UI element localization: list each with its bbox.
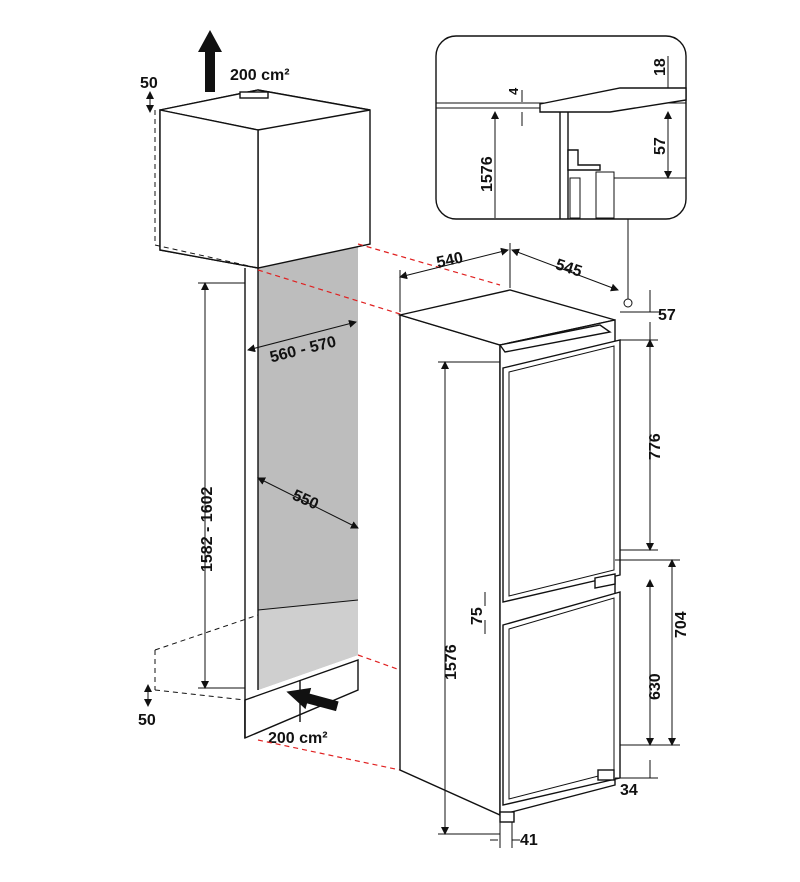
top-gap-label: 57	[658, 307, 676, 324]
detail-gap-mid-label: 57	[652, 137, 669, 155]
foot-depth-label: 41	[520, 832, 538, 849]
middle-gap-label: 75	[469, 607, 486, 625]
vent-top-label: 200 cm²	[230, 67, 290, 84]
detail-height-label: 1576	[479, 156, 496, 192]
lower-section-label: 704	[673, 611, 690, 638]
detail-gap-top-label: 18	[652, 58, 669, 76]
clearance-top-label: 50	[140, 75, 158, 92]
lower-door-label: 630	[647, 673, 664, 700]
detail-inset: 4 1576 18 57	[435, 35, 687, 308]
bottom-vent: 200 cm²	[268, 687, 339, 747]
niche-cavity-back	[258, 244, 358, 690]
clearance-bottom-label: 50	[138, 712, 156, 729]
top-vent: 200 cm²	[198, 30, 290, 92]
total-height-label: 1576	[443, 644, 460, 680]
appliance-dimensions: 540 545 57 776 704 630 34 75 1576 41	[399, 243, 690, 849]
appliance	[397, 289, 621, 823]
detail-gap-small-label: 4	[506, 87, 521, 95]
foot-height-label: 34	[620, 782, 638, 799]
niche-height-label: 1582 - 1602	[199, 486, 216, 572]
arrow-right-icon	[286, 687, 339, 712]
top-width-label: 540	[435, 249, 465, 271]
vent-bottom-label: 200 cm²	[268, 730, 328, 747]
arrow-up-icon	[198, 30, 222, 92]
top-depth-label: 545	[553, 256, 584, 280]
niche-cabinet	[154, 89, 371, 740]
clearance-dims: 50 50	[138, 75, 158, 729]
upper-door-label: 776	[647, 433, 664, 460]
